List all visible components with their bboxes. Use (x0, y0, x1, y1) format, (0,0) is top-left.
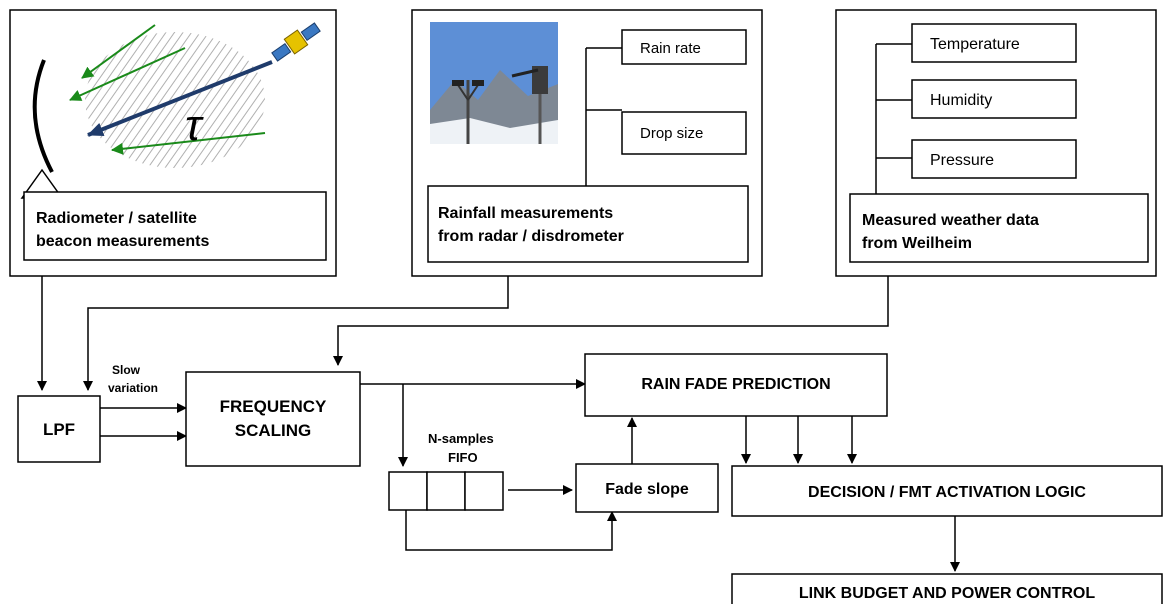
weather-to-scaling-arrow (333, 276, 889, 366)
drop-size-label: Drop size (640, 125, 703, 142)
frequency-scaling-block (185, 371, 361, 467)
frequency-scaling-label-line1: FREQUENCY (220, 397, 327, 416)
radiometer-caption-box (23, 191, 327, 261)
slow-variation-label-line2: variation (108, 381, 158, 395)
slow-variation-label-line1: Slow (112, 363, 141, 377)
dish-antenna-icon (32, 59, 54, 173)
fifo-label-line2: FIFO (448, 450, 478, 465)
fifo-buffer (388, 471, 504, 511)
rainfall-caption-box (427, 185, 749, 263)
fifo-label-line1: N-samples (428, 431, 494, 446)
lpf-block (17, 395, 101, 463)
fifo-cell (464, 471, 504, 511)
pressure-box (911, 139, 1077, 179)
radiometer-caption-line2: beacon measurements (36, 233, 210, 250)
satellite-beacon-arrow (87, 60, 273, 137)
lpf-label: LPF (43, 420, 75, 439)
weather-caption-line2: from Weilheim (862, 235, 972, 252)
rainfall-panel: Rain rate Drop size Rainfall measurement… (411, 9, 763, 277)
link-budget-label: LINK BUDGET AND POWER CONTROL (799, 585, 1096, 602)
fade-slope-block (575, 463, 719, 513)
rainfall-caption-line2: from radar / disdrometer (438, 228, 624, 245)
satellite-icon (271, 22, 321, 62)
weather-caption-box (849, 193, 1149, 263)
rain-rate-box (621, 29, 747, 65)
frequency-scaling-label-line2: SCALING (235, 421, 312, 440)
link-budget-block (731, 573, 1163, 604)
temperature-label: Temperature (930, 36, 1020, 53)
drop-size-box (621, 111, 747, 155)
green-ray-arrow (111, 132, 266, 155)
green-ray-arrow (69, 47, 186, 101)
rainfall-to-lpf-arrow (83, 276, 509, 391)
fade-slope-label: Fade slope (605, 481, 689, 498)
fifo-cell (426, 471, 466, 511)
rainfall-caption-line1: Rainfall measurements (438, 205, 613, 222)
decision-logic-block (731, 465, 1163, 517)
green-ray-arrow (81, 24, 156, 79)
fifo-feedback-arrow (405, 510, 617, 551)
temperature-box (911, 23, 1077, 63)
rain-fade-prediction-label: RAIN FADE PREDICTION (641, 376, 830, 393)
disdrometer-photo (430, 22, 558, 144)
pressure-label: Pressure (930, 152, 994, 169)
rain-rate-label: Rain rate (640, 40, 701, 57)
radiometer-caption-line1: Radiometer / satellite (36, 210, 197, 227)
rain-fade-prediction-block (584, 353, 888, 417)
humidity-label: Humidity (930, 92, 992, 109)
weather-caption-line1: Measured weather data (862, 212, 1039, 229)
decision-logic-label: DECISION / FMT ACTIVATION LOGIC (808, 484, 1086, 501)
fifo-cell (388, 471, 428, 511)
tau-symbol: τ (185, 101, 204, 150)
radiometer-panel: τ Radiometer / satellite beacon measurem… (9, 9, 337, 277)
humidity-box (911, 79, 1077, 119)
weather-panel: Temperature Humidity Pressure Measured w… (835, 9, 1157, 277)
